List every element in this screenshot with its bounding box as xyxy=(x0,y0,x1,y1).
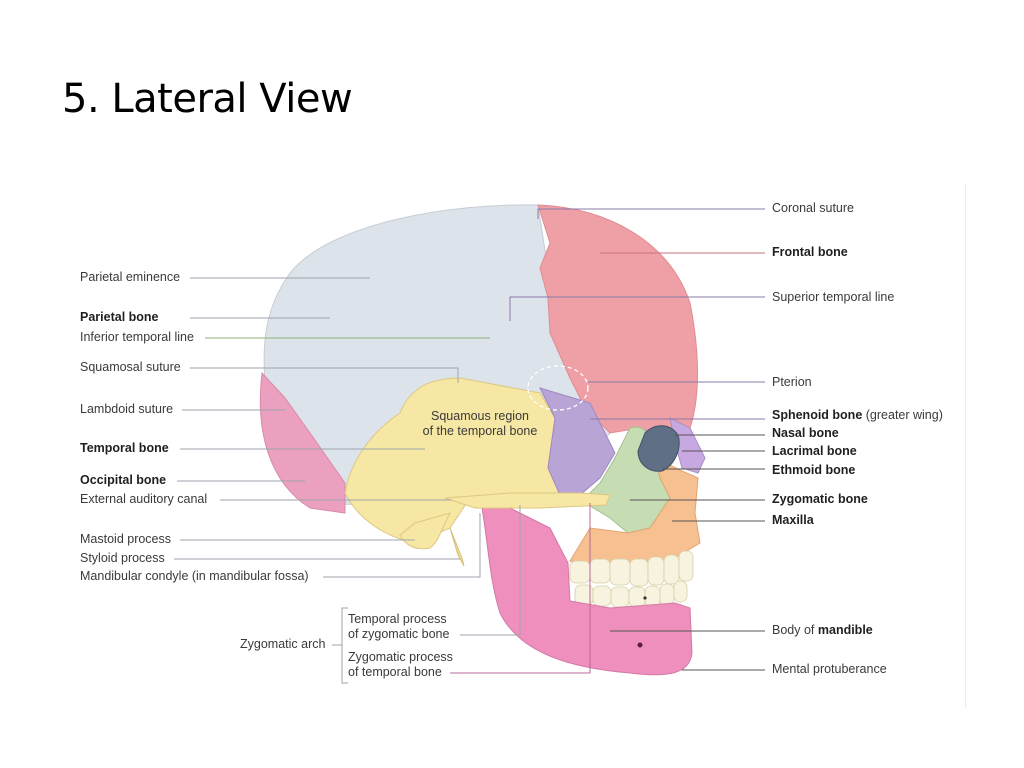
label-squamous-region-1: Squamous region xyxy=(431,409,529,423)
label-external-auditory-canal: External auditory canal xyxy=(80,492,208,506)
leader-lines xyxy=(509,208,765,671)
label-styloid-process: Styloid process xyxy=(80,551,165,565)
label-squamous-region: Squamous region of the temporal bone xyxy=(415,409,545,439)
label-frontal-bone: Frontal bone xyxy=(772,245,848,259)
label-body-of: Body of xyxy=(772,623,815,637)
label-maxilla: Maxilla xyxy=(772,513,814,527)
label-mastoid-process: Mastoid process xyxy=(80,532,172,546)
label-superior-temporal-line: Superior temporal line xyxy=(772,290,895,304)
label-nasal-bone: Nasal bone xyxy=(772,426,839,440)
teeth-shape xyxy=(569,550,694,608)
label-ethmoid-bone: Ethmoid bone xyxy=(772,463,856,477)
zygomatic-arch-shape xyxy=(444,492,611,509)
label-squamosal-suture: Squamosal suture xyxy=(80,360,181,374)
label-lacrimal-bone: Lacrimal bone xyxy=(772,444,857,458)
label-occipital-bone: Occipital bone xyxy=(80,473,167,487)
styloid-process-shape xyxy=(449,527,465,567)
label-temporal-process-1: Temporal process xyxy=(348,612,447,626)
temporal-bone-shape xyxy=(344,377,582,544)
label-temporal-process-2: of zygomatic bone xyxy=(348,627,450,641)
label-pterion: Pterion xyxy=(772,375,812,389)
label-parietal-bone: Parietal bone xyxy=(80,310,159,324)
label-squamous-region-2: of the temporal bone xyxy=(422,424,538,438)
label-mental-protuberance: Mental protuberance xyxy=(772,662,887,676)
label-temporal-bone: Temporal bone xyxy=(80,441,169,455)
skull-illustration xyxy=(174,204,765,684)
label-parietal-eminence: Parietal eminence xyxy=(80,270,181,284)
skull-lateral-view-figure: Coronal suture Frontal bone Superior tem… xyxy=(70,183,965,708)
label-mandibular-condyle: Mandibular condyle (in mandibular fossa) xyxy=(80,569,309,583)
label-sphenoid-note: (greater wing) xyxy=(865,408,943,422)
frontal-bone-shape xyxy=(537,204,698,439)
label-zygomatic-process-2: of temporal bone xyxy=(348,665,442,679)
slide-title: 5. Lateral View xyxy=(62,76,353,122)
label-inferior-temporal-line: Inferior temporal line xyxy=(80,330,194,344)
sphenoid-bone-shape xyxy=(539,387,616,496)
label-lambdoid-suture: Lambdoid suture xyxy=(80,402,174,416)
label-zygomatic-bone: Zygomatic bone xyxy=(772,492,868,506)
label-mandible: mandible xyxy=(817,623,873,637)
label-coronal-suture: Coronal suture xyxy=(772,201,854,215)
label-sphenoid-bone-name: Sphenoid bone xyxy=(772,408,863,422)
label-zygomatic-arch: Zygomatic arch xyxy=(240,637,326,651)
orbit-shape xyxy=(637,425,680,472)
label-body-of-mandible: Body of mandible xyxy=(772,623,873,638)
label-sphenoid-bone: Sphenoid bone (greater wing) xyxy=(772,408,943,423)
label-zygomatic-process-1: Zygomatic process xyxy=(348,650,453,664)
pterion-marker xyxy=(527,365,589,411)
